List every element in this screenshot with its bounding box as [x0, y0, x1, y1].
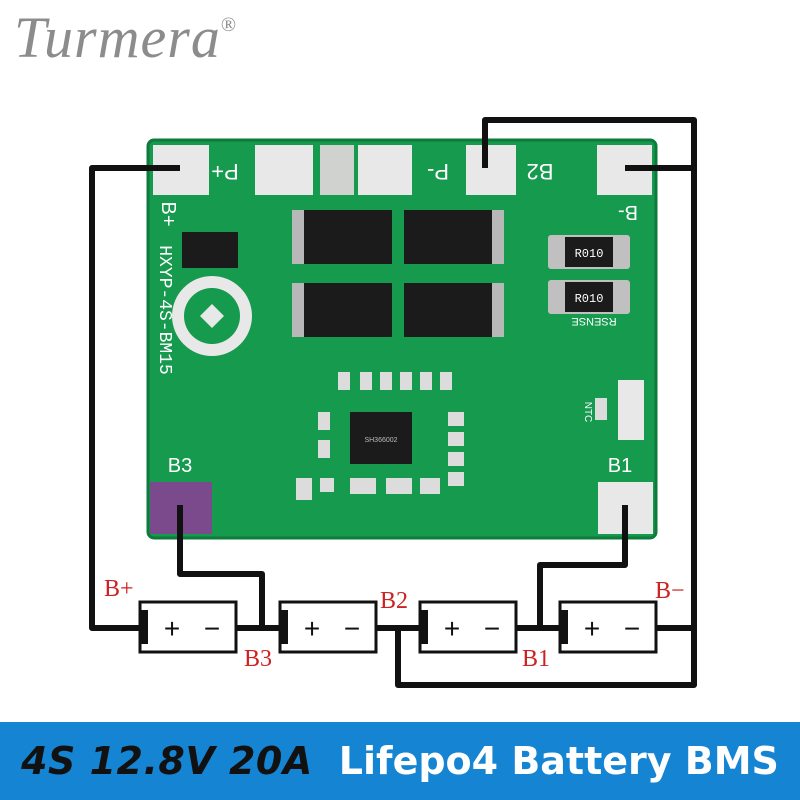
- shunt-label-1: R010: [575, 247, 604, 261]
- silk-p-minus: P-: [427, 159, 449, 184]
- label-b-minus: B−: [655, 578, 685, 604]
- smd-components: [296, 372, 607, 500]
- silk-chip: SH366002: [364, 437, 397, 444]
- label-b2: B2: [380, 588, 408, 614]
- silk-b-plus: B+: [157, 201, 179, 226]
- pad-p-plus-1: [255, 145, 313, 195]
- silk-b1: B1: [608, 455, 632, 477]
- silk-b3: B3: [168, 455, 192, 477]
- shunt-resistor-1: R010: [548, 235, 630, 269]
- label-b-plus: B+: [104, 576, 134, 602]
- pcb-logo: [172, 276, 252, 356]
- label-b1: B1: [522, 646, 550, 672]
- banner-title: Lifepo4 Battery BMS: [338, 739, 779, 783]
- controller-ic: [350, 412, 412, 464]
- mosfet-q3: [404, 283, 504, 337]
- silk-b-minus: B-: [618, 201, 638, 223]
- battery-cell-4: + −: [558, 600, 658, 654]
- silk-ntc: NTC: [582, 402, 593, 423]
- mosfet-q1: [292, 283, 392, 337]
- pad-p-plus-2: [320, 145, 354, 195]
- wire-labels: B+ B3 B2 B1 B−: [104, 576, 685, 672]
- battery-cell-1: + −: [138, 600, 238, 654]
- banner-spec: 4S 12.8V 20A: [21, 739, 313, 783]
- diode-d2: [182, 232, 238, 268]
- silk-rsense: RSENSE: [571, 315, 616, 327]
- registered-mark: ®: [220, 14, 238, 36]
- cell-2-plus: +: [304, 613, 320, 644]
- shunt-resistor-2: R010: [548, 280, 630, 314]
- brand-logo: Turmera®: [14, 4, 237, 71]
- silk-b2: B2: [527, 159, 554, 184]
- wire-b-plus: [89, 165, 180, 631]
- cell-4-minus: −: [624, 613, 640, 644]
- silk-model: HXYP-4S-BM15: [154, 245, 174, 375]
- pad-ntc: [618, 380, 644, 440]
- wire-b1: [537, 505, 628, 628]
- mosfet-q4: [404, 210, 504, 264]
- pad-p-minus-2: [466, 145, 516, 195]
- brand-name: Turmera: [14, 5, 221, 70]
- label-b3: B3: [244, 646, 272, 672]
- battery-cell-3: + −: [418, 600, 518, 654]
- cell-3-plus: +: [444, 613, 460, 644]
- cell-4-plus: +: [584, 613, 600, 644]
- mosfet-q2: [292, 210, 392, 264]
- wire-b2: [395, 117, 697, 688]
- wire-b3: [177, 505, 265, 628]
- pad-p-minus-1: [358, 145, 412, 195]
- cell-1-plus: +: [164, 613, 180, 644]
- product-banner: 4S 12.8V 20A Lifepo4 Battery BMS: [0, 722, 800, 800]
- bms-scene: R010 R010 P+ B+ P- B: [89, 117, 697, 688]
- silk-p-plus: P+: [211, 159, 239, 184]
- shunt-label-2: R010: [575, 292, 604, 306]
- cell-2-minus: −: [344, 613, 360, 644]
- pcb-board: R010 R010 P+ B+ P- B: [146, 138, 658, 540]
- cell-1-minus: −: [204, 613, 220, 644]
- battery-cell-2: + −: [278, 600, 378, 654]
- cell-3-minus: −: [484, 613, 500, 644]
